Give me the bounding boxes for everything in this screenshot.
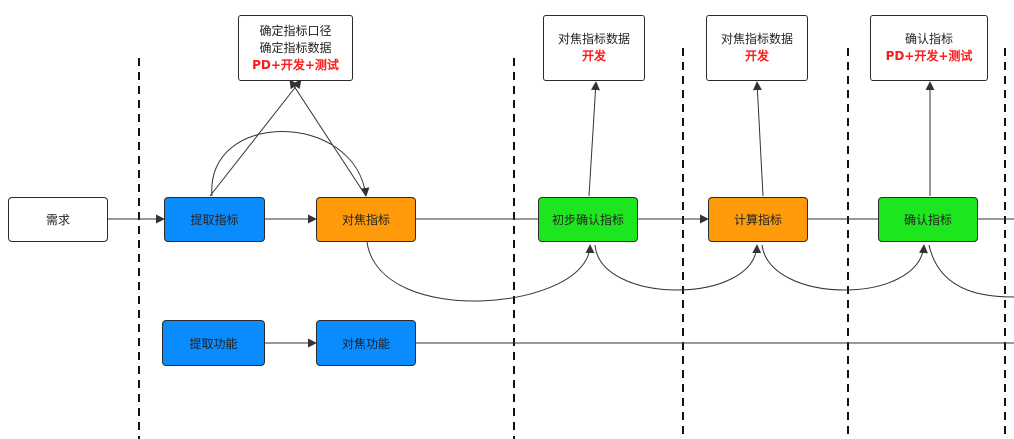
node-extract-metric[interactable]: 提取指标 — [164, 197, 265, 242]
note1-line1: 确定指标口径 — [259, 23, 332, 38]
note2-line1: 对焦指标数据 — [557, 32, 630, 46]
edge-extract-arc-to-align — [211, 131, 370, 197]
note3-roles: 开发 — [744, 49, 769, 63]
node-align-metric[interactable]: 对焦指标 — [316, 197, 416, 242]
note4-line1: 确认指标 — [904, 32, 953, 46]
node-compute-metric[interactable]: 计算指标 — [708, 197, 808, 242]
edge-confirm-arc-continue — [928, 244, 1014, 298]
edge-note1-to-align — [289, 79, 367, 197]
node-need[interactable]: 需求 — [8, 197, 108, 242]
note-align-data-1: 对焦指标数据 开发 — [543, 15, 645, 81]
note-confirm-metrics: 确认指标 PD+开发+测试 — [870, 15, 988, 81]
note1-roles: PD+开发+测试 — [252, 57, 339, 72]
note-align-data-2: 对焦指标数据 开发 — [706, 15, 808, 81]
note2-roles: 开发 — [581, 49, 606, 63]
edge-compute-arc-to-confirm — [761, 244, 928, 291]
note3-line1: 对焦指标数据 — [720, 32, 793, 46]
node-confirm-metric[interactable]: 确认指标 — [878, 197, 978, 242]
node-align-function[interactable]: 对焦功能 — [316, 320, 416, 366]
edge-prelim-to-note2 — [588, 81, 600, 197]
edge-align-arc-to-prelim — [366, 241, 595, 302]
note4-roles: PD+开发+测试 — [885, 49, 973, 63]
node-extract-function[interactable]: 提取功能 — [162, 320, 265, 366]
note1-line2: 确定指标数据 — [259, 40, 332, 55]
node-prelim-confirm-metric[interactable]: 初步确认指标 — [538, 197, 638, 242]
note-define-metrics: 确定指标口径 确定指标数据 PD+开发+测试 — [238, 15, 353, 81]
edge-prelim-arc-to-compute — [594, 244, 762, 291]
edge-extract-to-note1 — [209, 79, 302, 197]
edge-compute-to-note3 — [752, 81, 764, 197]
